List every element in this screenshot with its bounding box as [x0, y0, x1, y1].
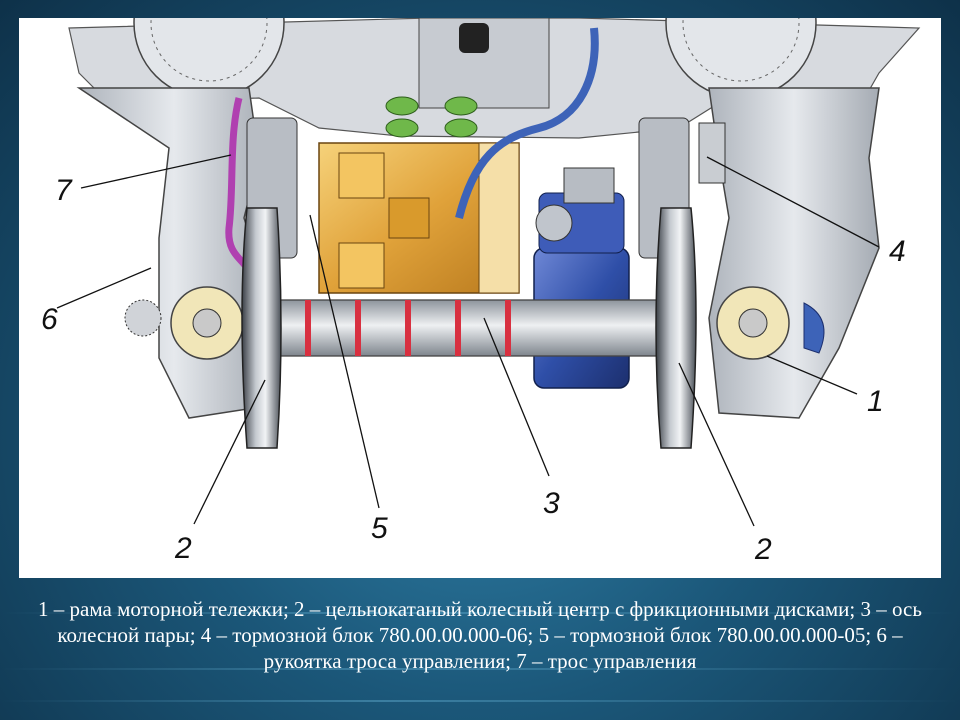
bogie-drawing: 7 6 4 1 2 5 3 2	[41, 18, 921, 566]
upper-frame	[68, 18, 921, 139]
callout-1-label: 1	[867, 385, 884, 418]
callout-2-right-label: 2	[754, 533, 772, 566]
callout-7-label: 7	[55, 174, 73, 207]
leader-lines	[56, 154, 880, 527]
wheels	[241, 207, 697, 449]
bogie-frame	[76, 87, 880, 419]
wheelset-axle	[243, 299, 695, 357]
control-cable	[225, 97, 250, 271]
callout-5-label: 5	[371, 512, 388, 545]
callout-6-label: 6	[41, 303, 58, 336]
callout-3-label: 3	[543, 487, 560, 520]
callout-2-left-label: 2	[174, 532, 192, 565]
power-cable	[455, 27, 599, 219]
traction-motor	[318, 142, 520, 294]
callout-4-label: 4	[889, 235, 906, 268]
figure-caption: 1 – рама моторной тележки; 2 – цельнокат…	[38, 597, 922, 673]
diagram-panel: 7 6 4 1 2 5 3 2	[19, 18, 941, 578]
